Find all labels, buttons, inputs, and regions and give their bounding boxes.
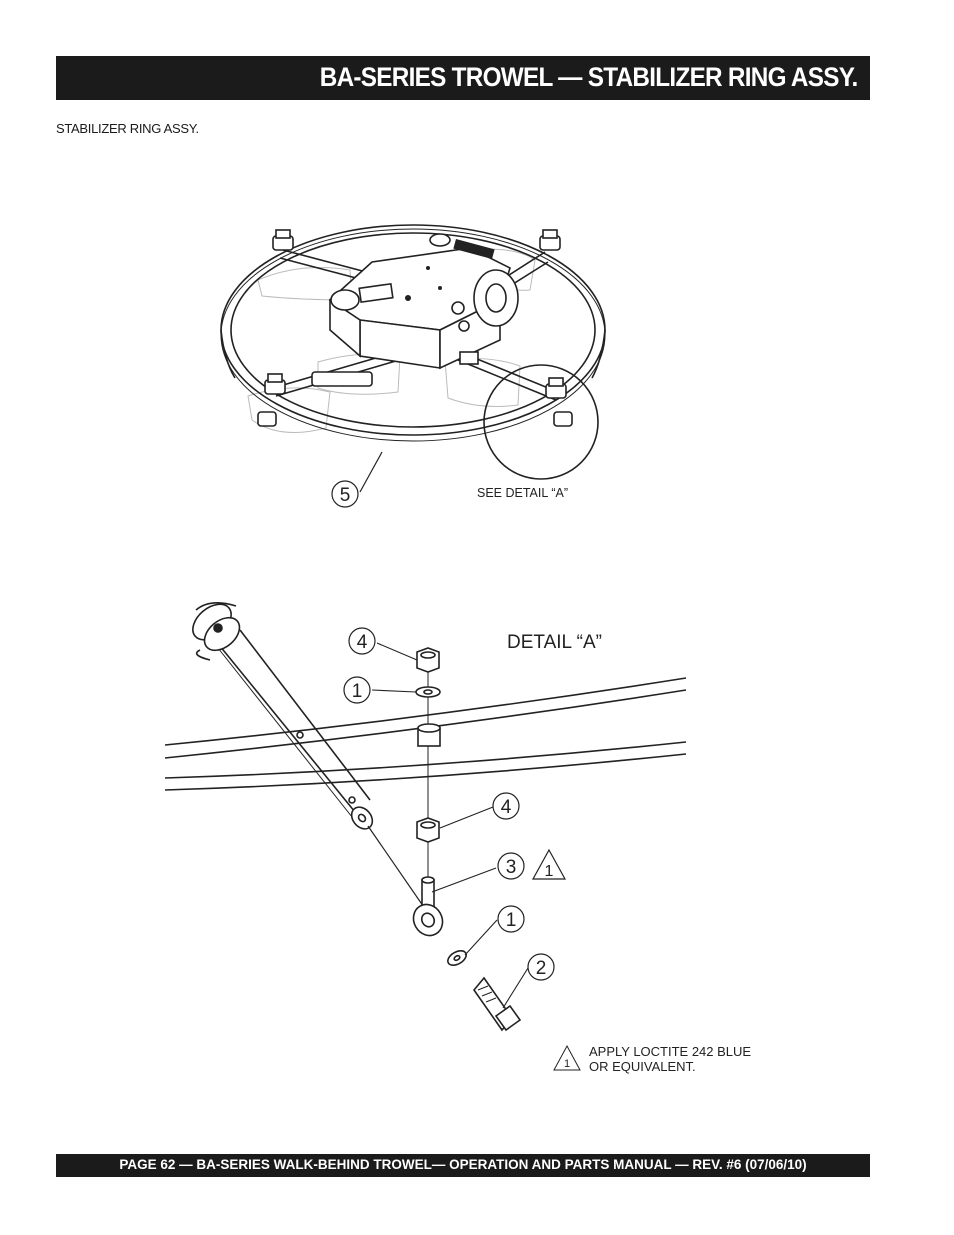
detail-a-illustration — [164, 602, 687, 1032]
callout-washer-top: 1 — [352, 681, 363, 702]
note-line-1: APPLY LOCTITE 242 BLUE — [589, 1044, 751, 1059]
header-bar: BA-SERIES TROWEL — STABILIZER RING ASSY. — [56, 56, 870, 100]
callout-bubble-nut-lower — [492, 792, 520, 820]
loctite-flag-number: 1 — [545, 863, 554, 880]
stabilizer-ring-illustration — [220, 224, 606, 493]
page-title: BA-SERIES TROWEL — STABILIZER RING ASSY. — [320, 62, 859, 92]
see-detail-label: SEE DETAIL “A” — [477, 486, 568, 500]
footer-bar: PAGE 62 — BA-SERIES WALK-BEHIND TROWEL— … — [56, 1154, 870, 1177]
note-flag-number: 1 — [564, 1058, 570, 1070]
note-triangle-icon — [553, 1044, 581, 1071]
callout-stud: 3 — [506, 857, 517, 878]
callout-bubble-5 — [331, 480, 359, 508]
callout-bubble-washer-top — [343, 676, 371, 704]
callout-bubble-stud — [497, 852, 525, 880]
callout-bolt: 2 — [536, 958, 547, 979]
section-label: STABILIZER RING ASSY. — [56, 121, 199, 136]
loctite-flag-triangle-icon — [531, 848, 567, 880]
callout-5: 5 — [340, 485, 351, 506]
callout-nut-lower: 4 — [501, 797, 512, 818]
detail-a-title: DETAIL “A” — [507, 632, 602, 653]
page-footer: PAGE 62 — BA-SERIES WALK-BEHIND TROWEL— … — [119, 1157, 807, 1172]
callout-nut-top: 4 — [357, 632, 368, 653]
callout-washer-lower: 1 — [506, 910, 517, 931]
callout-bubble-washer-lower — [497, 905, 525, 933]
callout-bubble-nut-top — [348, 627, 376, 655]
note-line-2: OR EQUIVALENT. — [589, 1059, 696, 1074]
callout-bubble-bolt — [527, 953, 555, 981]
